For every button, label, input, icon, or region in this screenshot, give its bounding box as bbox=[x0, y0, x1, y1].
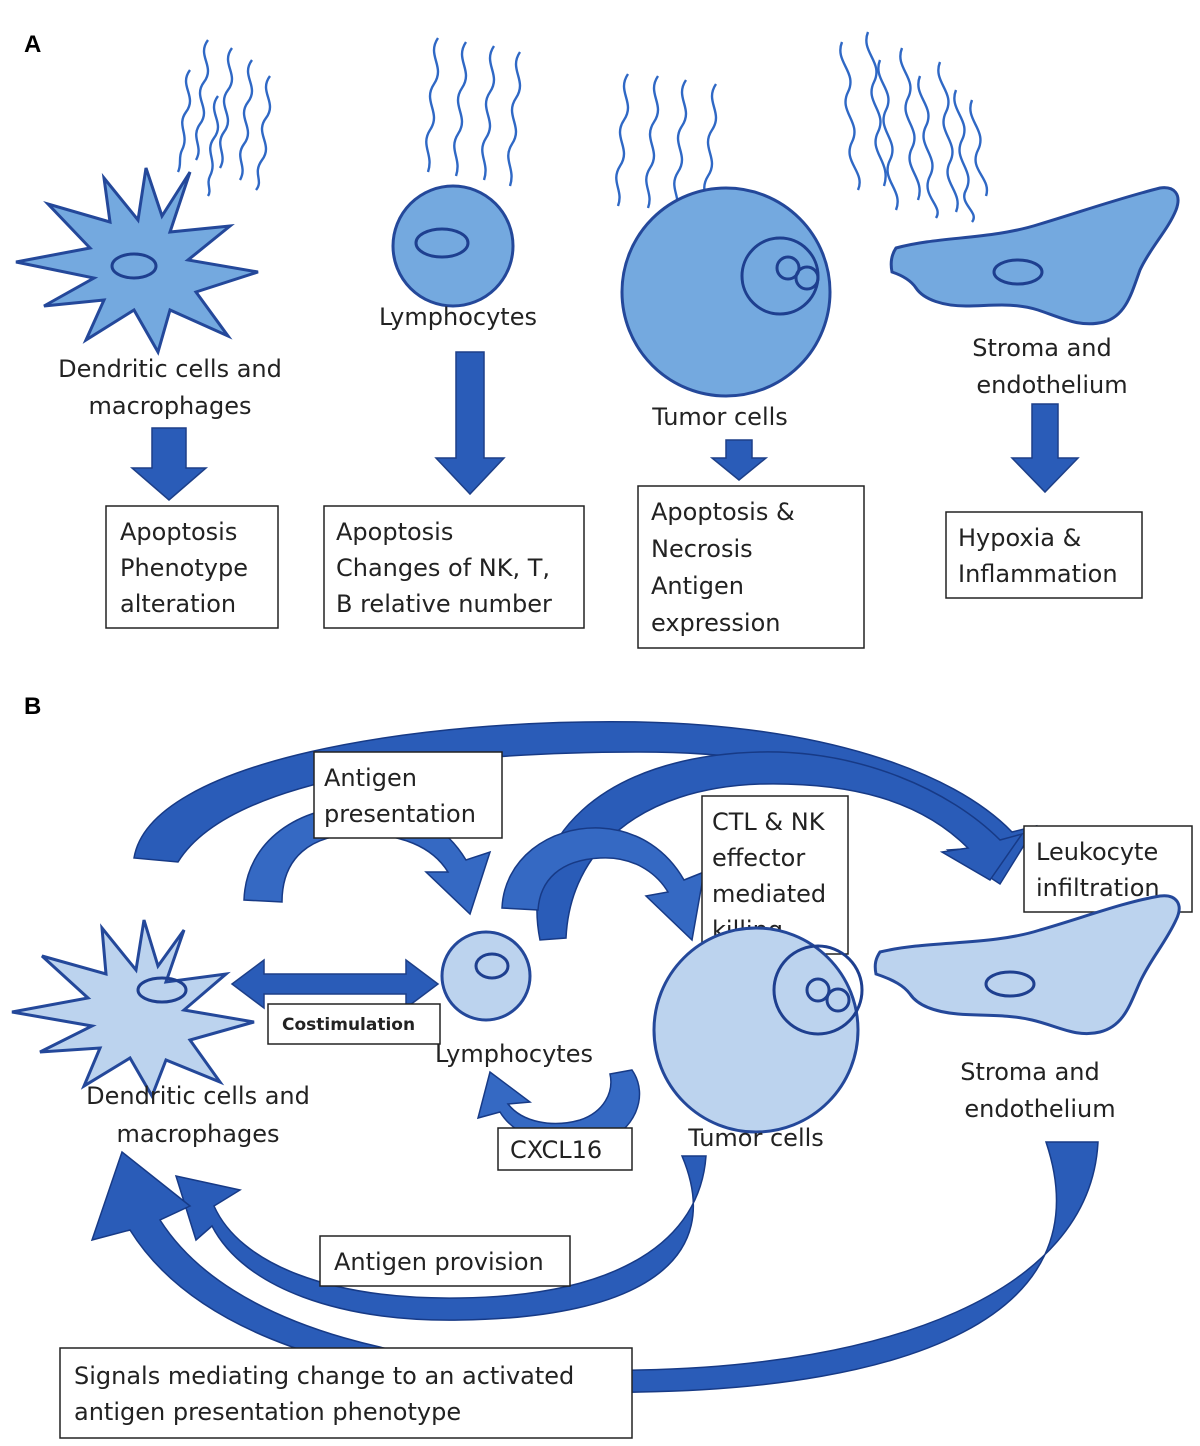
tumor-nucleolus-b1 bbox=[805, 977, 831, 1003]
costimulation-box bbox=[267, 1003, 441, 1045]
dendritic-nucleus-a bbox=[110, 252, 158, 280]
dendritic-outcome-line1: Apoptosis bbox=[120, 518, 237, 546]
lymphocyte-label-a: Lymphocytes bbox=[379, 303, 537, 331]
panel-a-letter: A bbox=[24, 31, 41, 58]
leukocyte-line2: infiltration bbox=[1036, 874, 1160, 902]
radiation-rays-tumor bbox=[615, 73, 718, 215]
ctl-nk-box bbox=[701, 795, 849, 955]
stroma-label-a-line2: endothelium bbox=[976, 371, 1127, 399]
ctl-nk-line3: mediated bbox=[712, 880, 826, 908]
dendritic-label-b-line1: Dendritic cells and bbox=[86, 1082, 310, 1110]
antigen-presentation-line1: Antigen bbox=[324, 764, 417, 792]
tumor-outcome-line3: Antigen bbox=[651, 572, 744, 600]
radiation-rays-dendritic bbox=[176, 39, 272, 197]
tumor-nucleolus-b2 bbox=[825, 987, 851, 1013]
leukocyte-box bbox=[1023, 825, 1193, 913]
tumor-label-b: Tumor cells bbox=[687, 1124, 824, 1152]
dendritic-cell-a bbox=[15, 167, 259, 356]
tumor-outcome-line2: Necrosis bbox=[651, 535, 753, 563]
signals-box bbox=[59, 1347, 633, 1439]
tumor-outcome-line1: Apoptosis & bbox=[651, 498, 795, 526]
antigen-presentation-box bbox=[313, 751, 503, 839]
tumor-nucleolus-a1 bbox=[775, 255, 801, 281]
arc-signals bbox=[90, 1141, 1099, 1393]
costimulation-double-arrow bbox=[230, 958, 440, 1010]
dendritic-outcome-line2: Phenotype bbox=[120, 554, 248, 582]
dendritic-label-a-line2: macrophages bbox=[89, 392, 252, 420]
dendritic-label-b-line2: macrophages bbox=[117, 1120, 280, 1148]
ctl-nk-line2: effector bbox=[712, 844, 805, 872]
stroma-outcome-line1: Hypoxia & bbox=[958, 524, 1081, 552]
tumor-outcome-line4: expression bbox=[651, 609, 780, 637]
antigen-provision-label: Antigen provision bbox=[334, 1248, 544, 1276]
leukocyte-line1: Leukocyte bbox=[1036, 838, 1158, 866]
dendritic-label-a-line1: Dendritic cells and bbox=[58, 355, 282, 383]
panel-b-letter: B bbox=[24, 693, 41, 720]
lymphocyte-nucleus-b bbox=[474, 952, 510, 980]
tumor-nucleolus-a2 bbox=[794, 265, 820, 291]
stroma-outcome-line2: Inflammation bbox=[958, 560, 1118, 588]
tumor-outcome-box bbox=[637, 485, 865, 649]
stroma-label-a-line1: Stroma and bbox=[972, 334, 1112, 362]
costimulation-label: Costimulation bbox=[282, 1015, 415, 1035]
radiation-rays-stroma bbox=[839, 31, 989, 223]
antigen-provision-box bbox=[319, 1235, 571, 1287]
lymphocyte-a bbox=[391, 184, 515, 308]
arc-antigen-provision bbox=[174, 1155, 707, 1321]
radiation-rays-lymphocyte bbox=[425, 37, 522, 187]
ctl-nk-line1: CTL & NK bbox=[712, 808, 826, 836]
stroma-nucleus-a bbox=[992, 258, 1044, 286]
stroma-nucleus-b bbox=[984, 970, 1036, 998]
dendritic-outcome-box bbox=[105, 505, 279, 629]
stroma-outcome-box bbox=[945, 511, 1143, 599]
stroma-label-b-line1: Stroma and bbox=[960, 1058, 1100, 1086]
stroma-cell-a bbox=[889, 186, 1180, 326]
lymphocyte-down-arrow bbox=[434, 351, 506, 496]
stroma-label-b-line2: endothelium bbox=[964, 1095, 1115, 1123]
cxcl16-box bbox=[497, 1127, 633, 1171]
antigen-presentation-line2: presentation bbox=[324, 800, 476, 828]
dendritic-down-arrow bbox=[129, 427, 209, 501]
tumor-cell-b bbox=[652, 926, 860, 1134]
tumor-nucleus-b bbox=[772, 944, 864, 1036]
tumor-cell-a bbox=[620, 186, 832, 398]
lymphocyte-outcome-line3: B relative number bbox=[336, 590, 552, 618]
lymphocyte-nucleus-a bbox=[414, 227, 470, 259]
stroma-cell-b bbox=[873, 894, 1181, 1036]
cxcl16-label: CXCL16 bbox=[510, 1136, 602, 1164]
stroma-down-arrow bbox=[1010, 403, 1080, 494]
arc-lymphocyte-to-tumor bbox=[501, 827, 705, 942]
arc-lymphocyte-to-leukocyte bbox=[536, 751, 1024, 941]
tumor-label-a: Tumor cells bbox=[651, 403, 788, 431]
dendritic-cell-b bbox=[11, 919, 255, 1100]
lymphocyte-outcome-line2: Changes of NK, T, bbox=[336, 554, 550, 582]
dendritic-nucleus-b bbox=[136, 976, 188, 1004]
lymphocyte-label-b: Lymphocytes bbox=[435, 1040, 593, 1068]
lymphocyte-outcome-box bbox=[323, 505, 585, 629]
dendritic-outcome-line3: alteration bbox=[120, 590, 236, 618]
signals-line1: Signals mediating change to an activated bbox=[74, 1362, 574, 1390]
lymphocyte-outcome-line1: Apoptosis bbox=[336, 518, 453, 546]
signals-line2: antigen presentation phenotype bbox=[74, 1398, 461, 1426]
tumor-down-arrow bbox=[709, 439, 769, 481]
